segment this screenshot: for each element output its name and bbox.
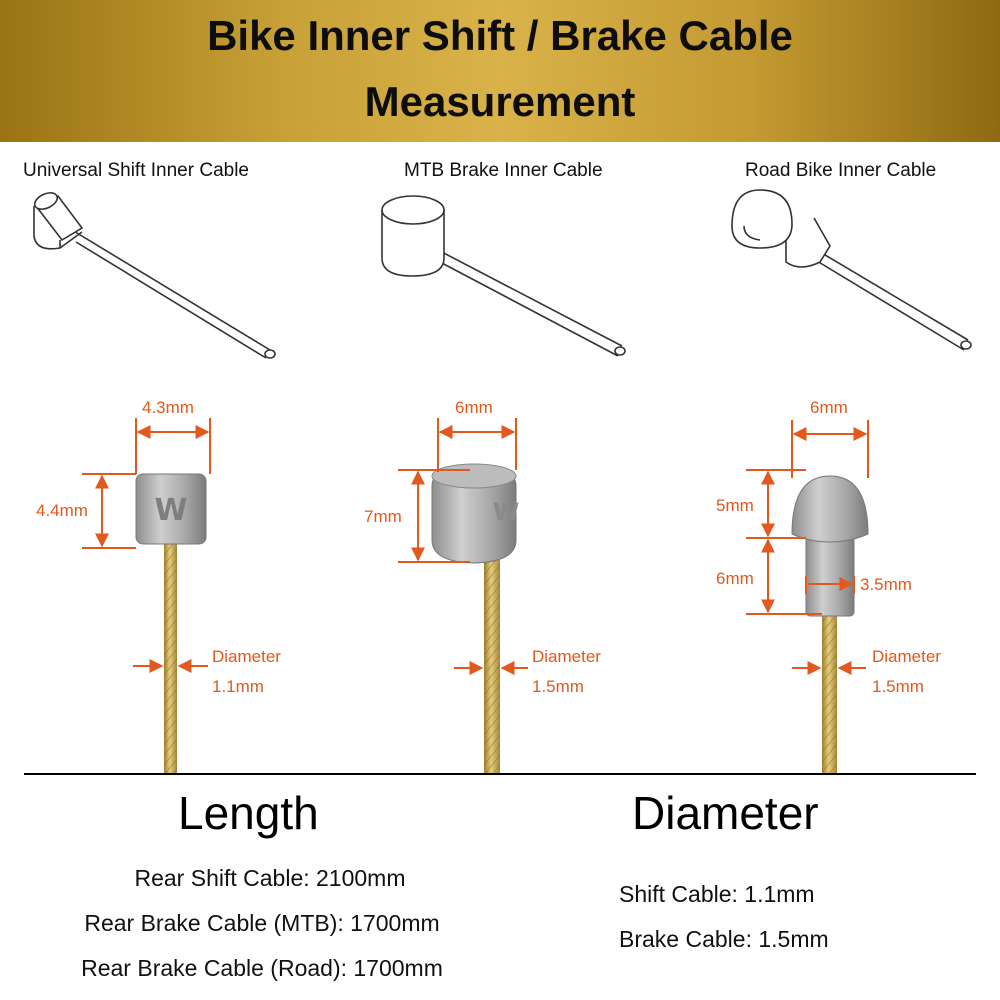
- mtb-cable-head: W: [431, 463, 519, 564]
- length-item-rear-brake-mtb: Rear Brake Cable (MTB): 1700mm: [84, 910, 440, 936]
- cable-title-shift: Universal Shift Inner Cable: [23, 160, 249, 181]
- shift-cable-head: W: [135, 473, 207, 545]
- road-cable-illustration: [731, 189, 972, 351]
- road-neck-height-label: 6mm: [716, 569, 754, 588]
- svg-text:W: W: [154, 493, 187, 528]
- mtb-dimensions: [398, 418, 528, 675]
- diameter-item-brake: Brake Cable: 1.5mm: [619, 926, 829, 952]
- road-diameter-label: Diameter: [872, 647, 941, 666]
- road-diameter-value: 1.5mm: [872, 677, 924, 696]
- length-item-rear-brake-road: Rear Brake Cable (Road): 1700mm: [81, 955, 443, 981]
- length-item-rear-shift: Rear Shift Cable: 2100mm: [134, 865, 406, 891]
- road-head-width-label: 6mm: [810, 398, 848, 417]
- cable-title-mtb: MTB Brake Inner Cable: [404, 160, 603, 181]
- mtb-head-width-label: 6mm: [455, 398, 493, 417]
- diameter-item-shift: Shift Cable: 1.1mm: [619, 881, 815, 907]
- svg-text:W: W: [493, 498, 519, 526]
- mtb-head-height-label: 7mm: [364, 507, 402, 526]
- road-cable-head: [791, 475, 869, 617]
- page-title: Bike Inner Shift / Brake Cable: [207, 12, 793, 59]
- road-dimensions: [746, 420, 869, 675]
- mtb-diameter-label: Diameter: [532, 647, 601, 666]
- shift-dimensions: [82, 418, 211, 673]
- road-dome-height-label: 5mm: [716, 496, 754, 515]
- road-neck-width-label: 3.5mm: [860, 575, 912, 594]
- header-banner: Bike Inner Shift / Brake Cable Measureme…: [0, 0, 1000, 142]
- shift-head-width-label: 4.3mm: [142, 398, 194, 417]
- mtb-diameter-value: 1.5mm: [532, 677, 584, 696]
- cable-title-road: Road Bike Inner Cable: [745, 160, 937, 181]
- shift-diameter-label: Diameter: [212, 647, 281, 666]
- mtb-cable-illustration: [381, 195, 626, 357]
- shift-cable-illustration: [33, 192, 276, 359]
- shift-head-height-label: 4.4mm: [36, 501, 88, 520]
- length-title: Length: [178, 787, 319, 839]
- diameter-title: Diameter: [632, 787, 819, 839]
- shift-diameter-value: 1.1mm: [212, 677, 264, 696]
- page-subtitle: Measurement: [364, 78, 636, 125]
